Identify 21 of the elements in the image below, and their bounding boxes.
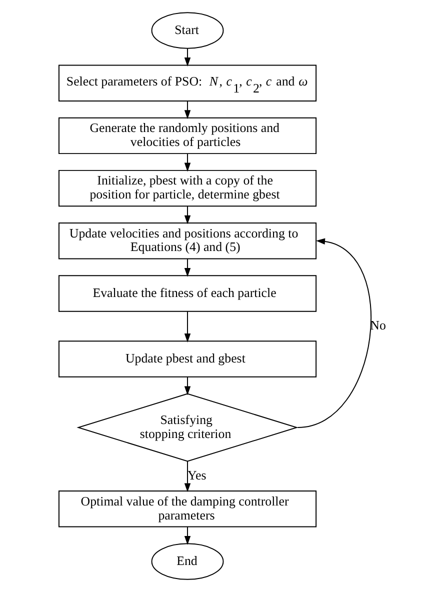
- node-box: Generate the randomly positions and velocities of particles: [58, 117, 317, 154]
- node-box: Update velocities and positions according to Equations (4) and (5): [58, 222, 317, 260]
- arrow: [184, 311, 191, 342]
- arrow: [184, 100, 191, 120]
- edge-label: Yes: [188, 468, 206, 483]
- node-box: Initialize, pbest with a copy of the position for particle, determine gbest: [58, 170, 317, 207]
- arrow: [184, 258, 191, 277]
- node-box: Optimal value of the damping controller parameters: [58, 490, 317, 528]
- edge-label: No: [370, 318, 386, 333]
- arrow: [184, 526, 191, 545]
- arrow: [184, 460, 191, 492]
- node-diamond: Satisfying stopping criterion: [76, 393, 298, 462]
- arrow: [184, 153, 191, 172]
- arrow: [184, 376, 191, 396]
- arrow: [184, 48, 191, 66]
- node-box: Evaluate the fitness of each particle: [58, 275, 317, 312]
- arrow: [297, 238, 372, 428]
- arrow: [184, 206, 191, 224]
- node-ellipse: End: [151, 543, 224, 580]
- node-box: Update pbest and gbest: [58, 340, 317, 378]
- node-ellipse: Start: [151, 12, 224, 49]
